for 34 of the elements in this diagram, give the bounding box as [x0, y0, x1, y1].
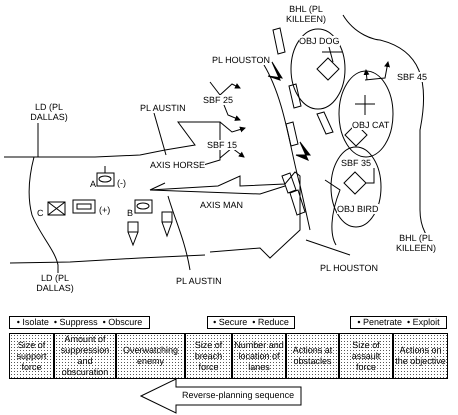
objective-label: OBJ CAT [352, 120, 390, 130]
map-label: PL AUSTIN [140, 103, 186, 113]
table-cell: Amount of suppression and obscuration [54, 333, 116, 379]
objective-ellipse [330, 146, 382, 228]
map-label: B [127, 208, 134, 218]
objective-label: SBF 35 [341, 158, 372, 168]
objective-label: OBJ DOG [299, 36, 340, 46]
map-label: PL AUSTIN [176, 276, 222, 286]
arrow-label: Reverse-planning sequence [182, 390, 294, 400]
table-cell: Overwatching enemy [116, 333, 185, 379]
map-label: (+) [99, 205, 110, 215]
table-cell: Size of breach force [185, 333, 232, 379]
map-label: SBF 25 [203, 95, 234, 105]
map-label: (-) [117, 178, 126, 188]
task-box: • Secure • Reduce [207, 316, 295, 329]
objective-ellipse [338, 70, 394, 158]
map-label: SBF 15 [207, 140, 238, 150]
table-cell: Number and location of lanes [232, 333, 286, 379]
map-label: AXIS MAN [200, 200, 244, 210]
map-label: PL HOUSTON [212, 55, 270, 65]
task-box: • Penetrate • Exploit [350, 316, 447, 329]
map-label: C [37, 208, 44, 218]
table-cell: Actions on the objective [393, 333, 448, 379]
map-label: PL HOUSTON [320, 263, 378, 273]
table-cell: Actions at obstacles [286, 333, 339, 379]
map-label: SBF 45 [397, 72, 428, 82]
objective-ellipse [290, 28, 346, 110]
objective-label: OBJ BIRD [337, 204, 379, 214]
arrow-shape [140, 378, 302, 414]
map-label: AXIS HORSE [150, 160, 206, 170]
table-cell: Size of assault force [339, 333, 393, 379]
task-box: • Isolate • Suppress • Obscure [9, 316, 150, 329]
table-cell: Size of support force [9, 333, 54, 379]
map-label: A [90, 179, 96, 189]
